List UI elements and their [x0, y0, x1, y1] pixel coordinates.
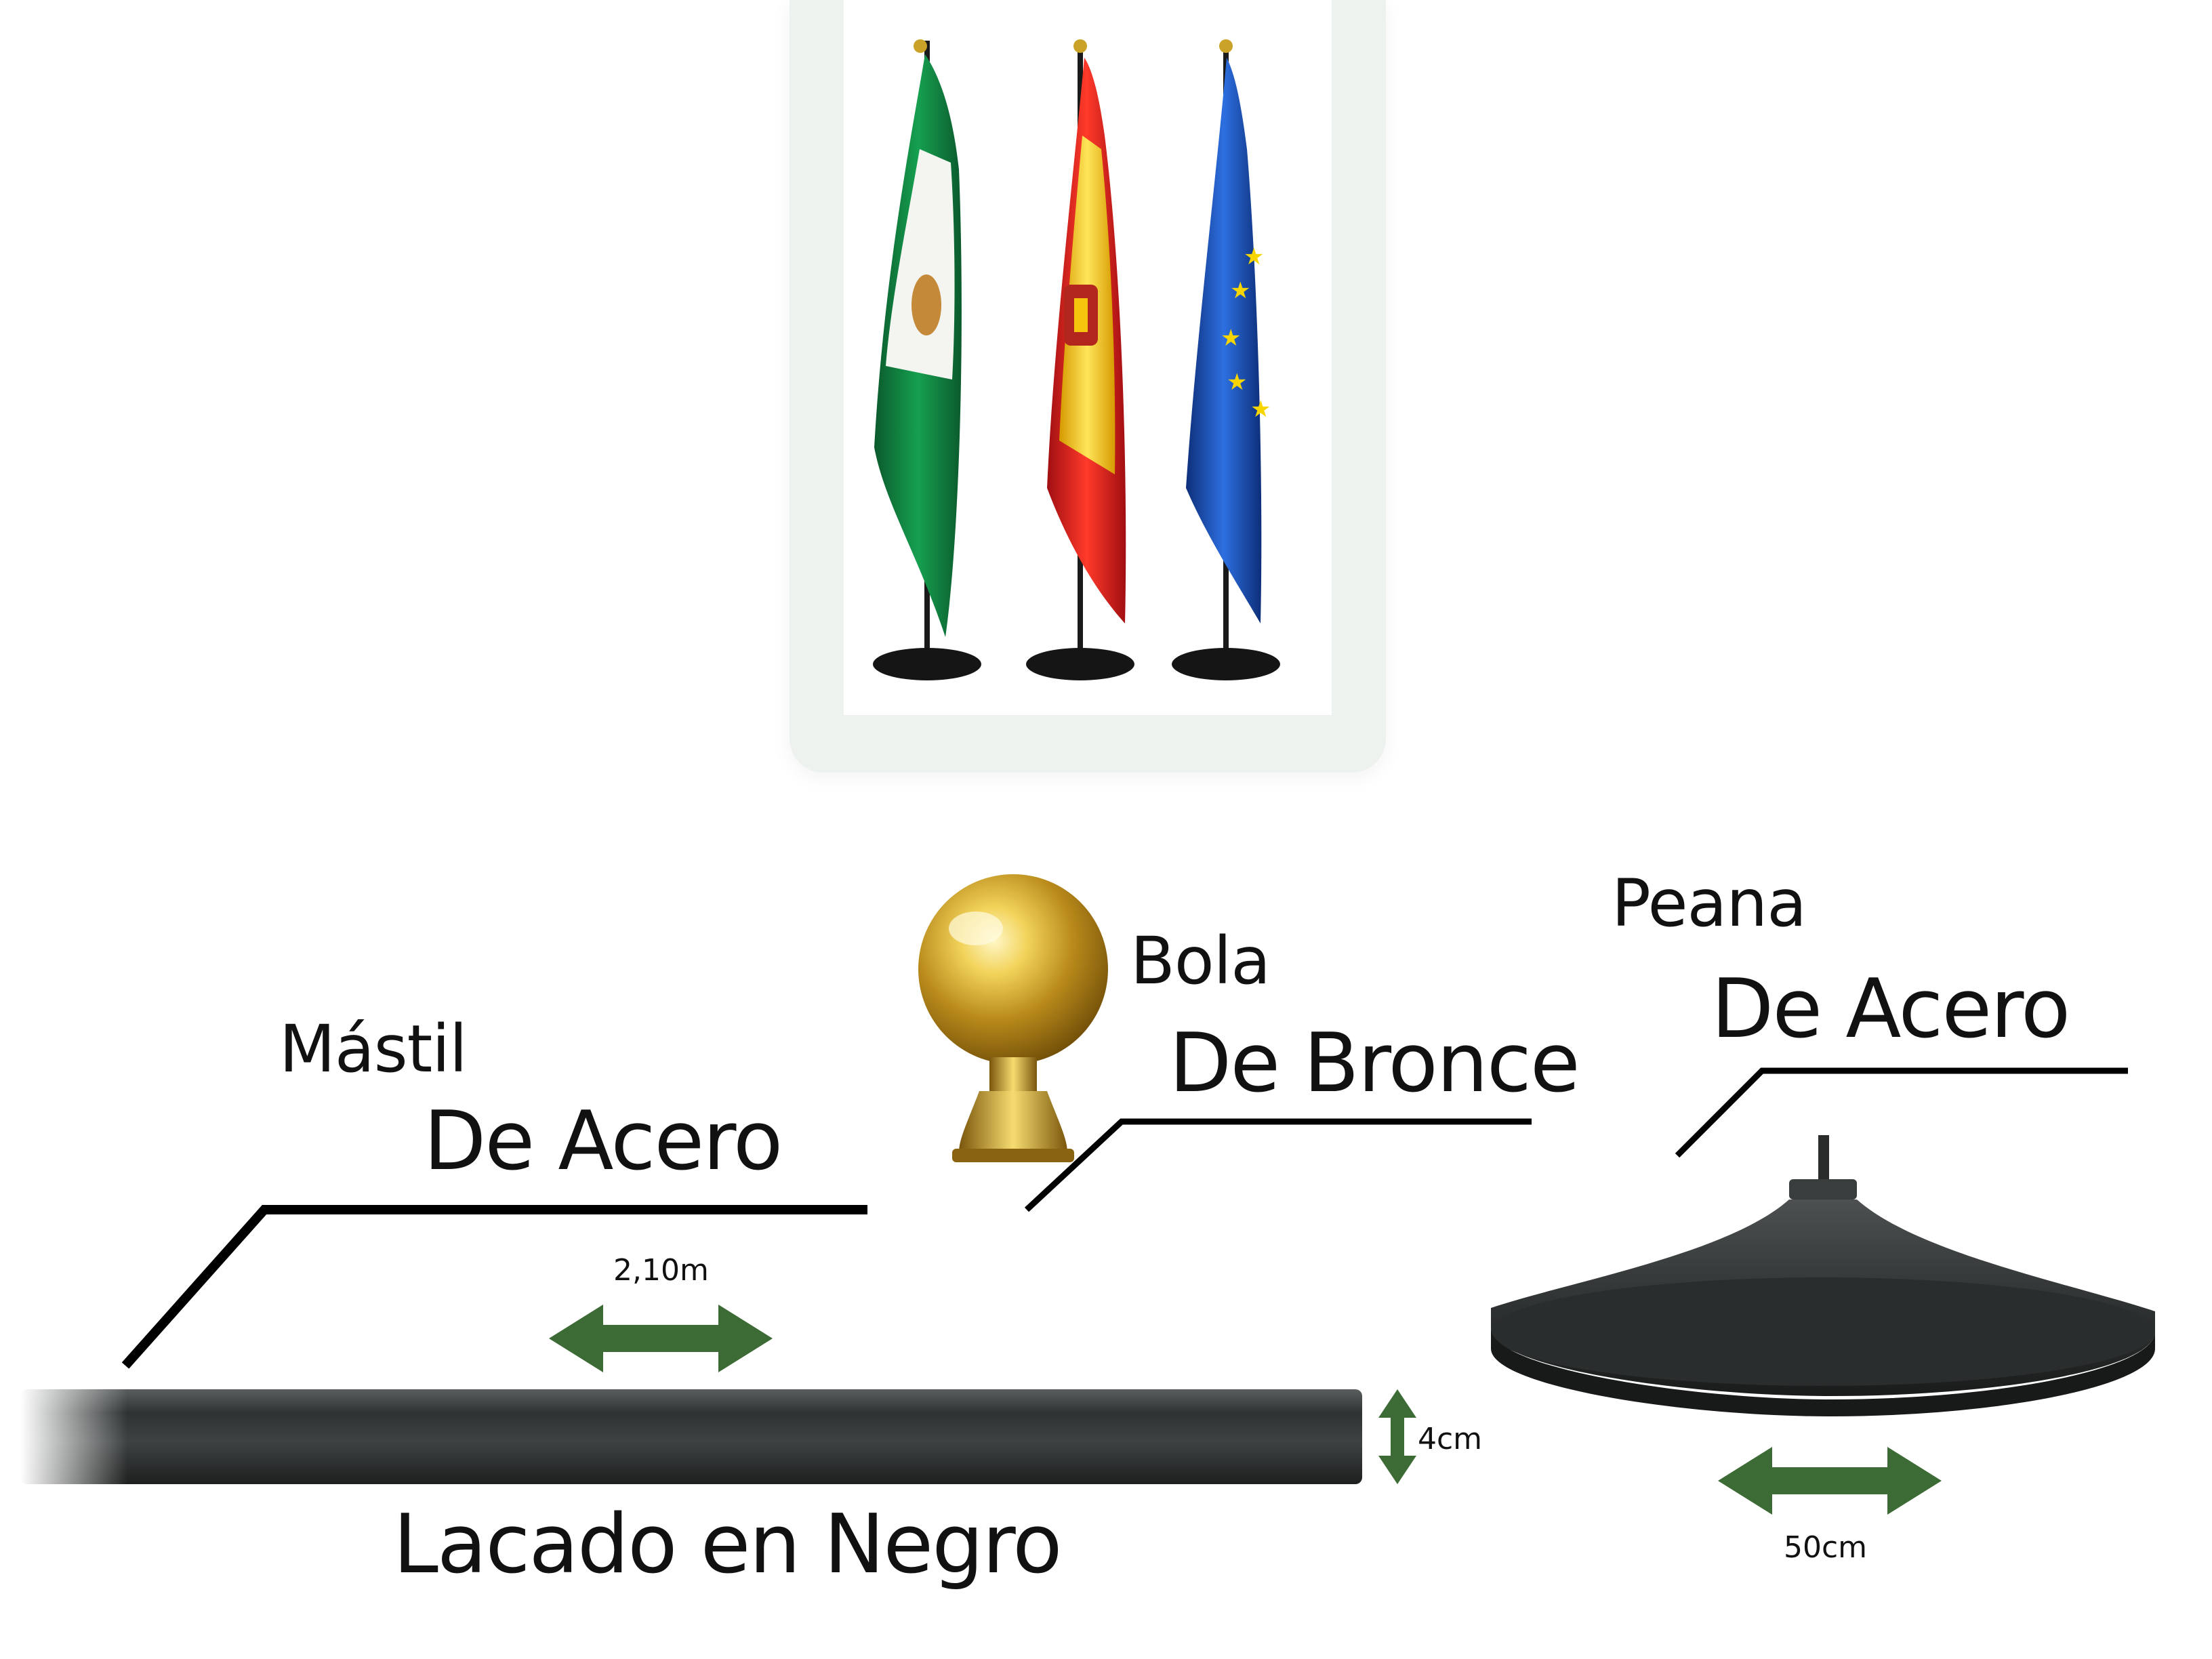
spain-flag — [1026, 39, 1134, 680]
ball-leader-line — [1024, 1118, 1532, 1212]
ball-title: Bola — [1130, 923, 1271, 999]
arrow-mast-length-icon — [549, 1305, 773, 1372]
base-leader-line — [1675, 1067, 2128, 1158]
svg-text:★: ★ — [1221, 325, 1241, 352]
brass-ball-image — [918, 874, 1108, 1162]
svg-text:★: ★ — [1250, 396, 1271, 423]
mast-diameter-label: 4cm — [1418, 1422, 1483, 1456]
eu-flag: ★ ★ ★ ★ ★ — [1172, 39, 1280, 680]
mast-leader-line — [121, 1205, 867, 1369]
andalucia-flag — [873, 39, 981, 680]
base-title: Peana — [1612, 865, 1807, 941]
mast-material: De Acero — [424, 1094, 783, 1189]
ball-material: De Bronce — [1169, 1017, 1580, 1111]
base-material: De Acero — [1711, 962, 2070, 1057]
flags-photo-art: ★ ★ ★ ★ ★ — [873, 39, 1280, 680]
arrow-mast-diameter-icon — [1378, 1389, 1416, 1484]
svg-text:★: ★ — [1227, 369, 1247, 396]
base-diameter-label: 50cm — [1784, 1530, 1868, 1565]
flags-photo: ★ ★ ★ ★ ★ — [844, 0, 1332, 715]
mast-title: Mástil — [279, 1011, 468, 1087]
pole-image — [20, 1389, 1362, 1484]
finish-label: Lacado en Negro — [393, 1498, 1063, 1592]
base-image — [1491, 1135, 2155, 1416]
svg-text:★: ★ — [1230, 277, 1250, 304]
svg-text:★: ★ — [1244, 243, 1264, 270]
arrow-base-diameter-icon — [1718, 1447, 1942, 1515]
mast-length-label: 2,10m — [613, 1253, 709, 1288]
